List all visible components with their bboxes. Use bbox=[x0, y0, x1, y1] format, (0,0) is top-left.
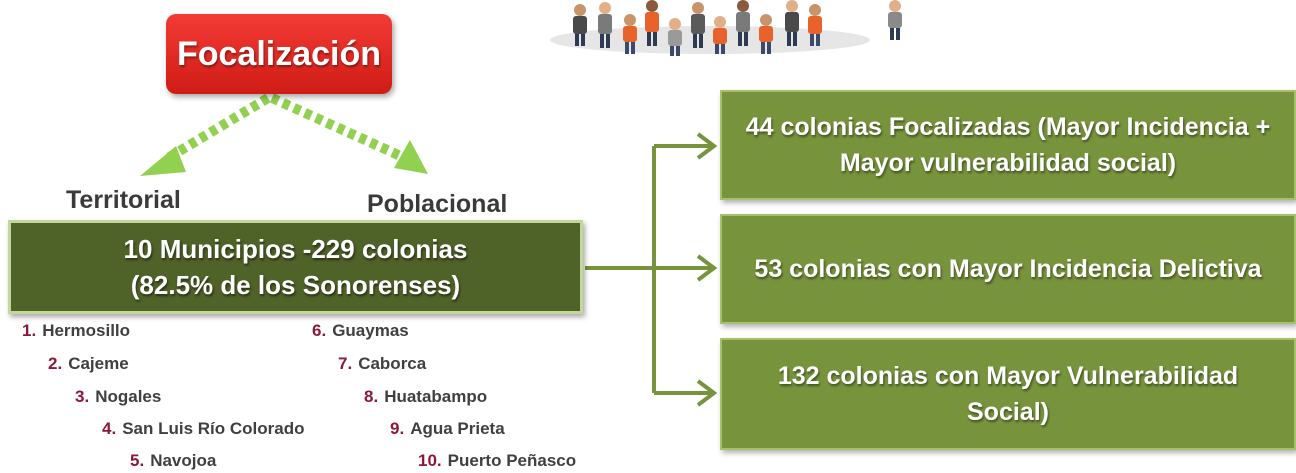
list-item: 10.Puerto Peñasco bbox=[418, 451, 577, 470]
vulnerabilidad-box: 132 colonias con Mayor Vulnerabilidad So… bbox=[720, 338, 1296, 450]
focalizacion-title-box: Focalización bbox=[166, 14, 392, 94]
summary-line-1: 10 Municipios -229 colonias bbox=[123, 234, 468, 264]
list-item: 3.Nogales bbox=[75, 387, 162, 406]
list-item: 9.Agua Prieta bbox=[390, 419, 505, 438]
list-item: 2.Cajeme bbox=[48, 354, 129, 373]
list-item: 5.Navojoa bbox=[130, 451, 217, 470]
focalizadas-box: 44 colonias Focalizadas (Mayor Incidenci… bbox=[720, 90, 1296, 200]
people-crowd-illustration bbox=[550, 0, 902, 56]
vulnerabilidad-line-1: 132 colonias con Mayor Vulnerabilidad bbox=[777, 362, 1239, 390]
list-item: 8.Huatabampo bbox=[364, 387, 488, 406]
dotted-arrow-right bbox=[269, 93, 428, 174]
list-item: 4.San Luis Río Colorado bbox=[102, 419, 305, 438]
poblacional-label: Poblacional bbox=[367, 190, 508, 218]
territorial-label: Territorial bbox=[66, 186, 181, 214]
focalizadas-line-1: 44 colonias Focalizadas (Mayor Incidenci… bbox=[745, 113, 1271, 141]
list-item: 6.Guaymas bbox=[312, 321, 409, 340]
focalizadas-line-2: Mayor vulnerabilidad social) bbox=[839, 149, 1177, 177]
bracket-connector bbox=[585, 132, 718, 407]
vulnerabilidad-line-2: Social) bbox=[967, 398, 1049, 426]
dotted-arrow-left bbox=[140, 93, 271, 176]
list-item: 7.Caborca bbox=[338, 354, 427, 373]
incidencia-line-1: 53 colonias con Mayor Incidencia Delicti… bbox=[754, 255, 1262, 283]
summary-line-2: (82.5% de los Sonorenses) bbox=[130, 270, 461, 300]
municipios-summary-box: 10 Municipios -229 colonias (82.5% de lo… bbox=[8, 220, 583, 314]
incidencia-box: 53 colonias con Mayor Incidencia Delicti… bbox=[720, 214, 1296, 324]
list-item: 1.Hermosillo bbox=[22, 321, 131, 340]
